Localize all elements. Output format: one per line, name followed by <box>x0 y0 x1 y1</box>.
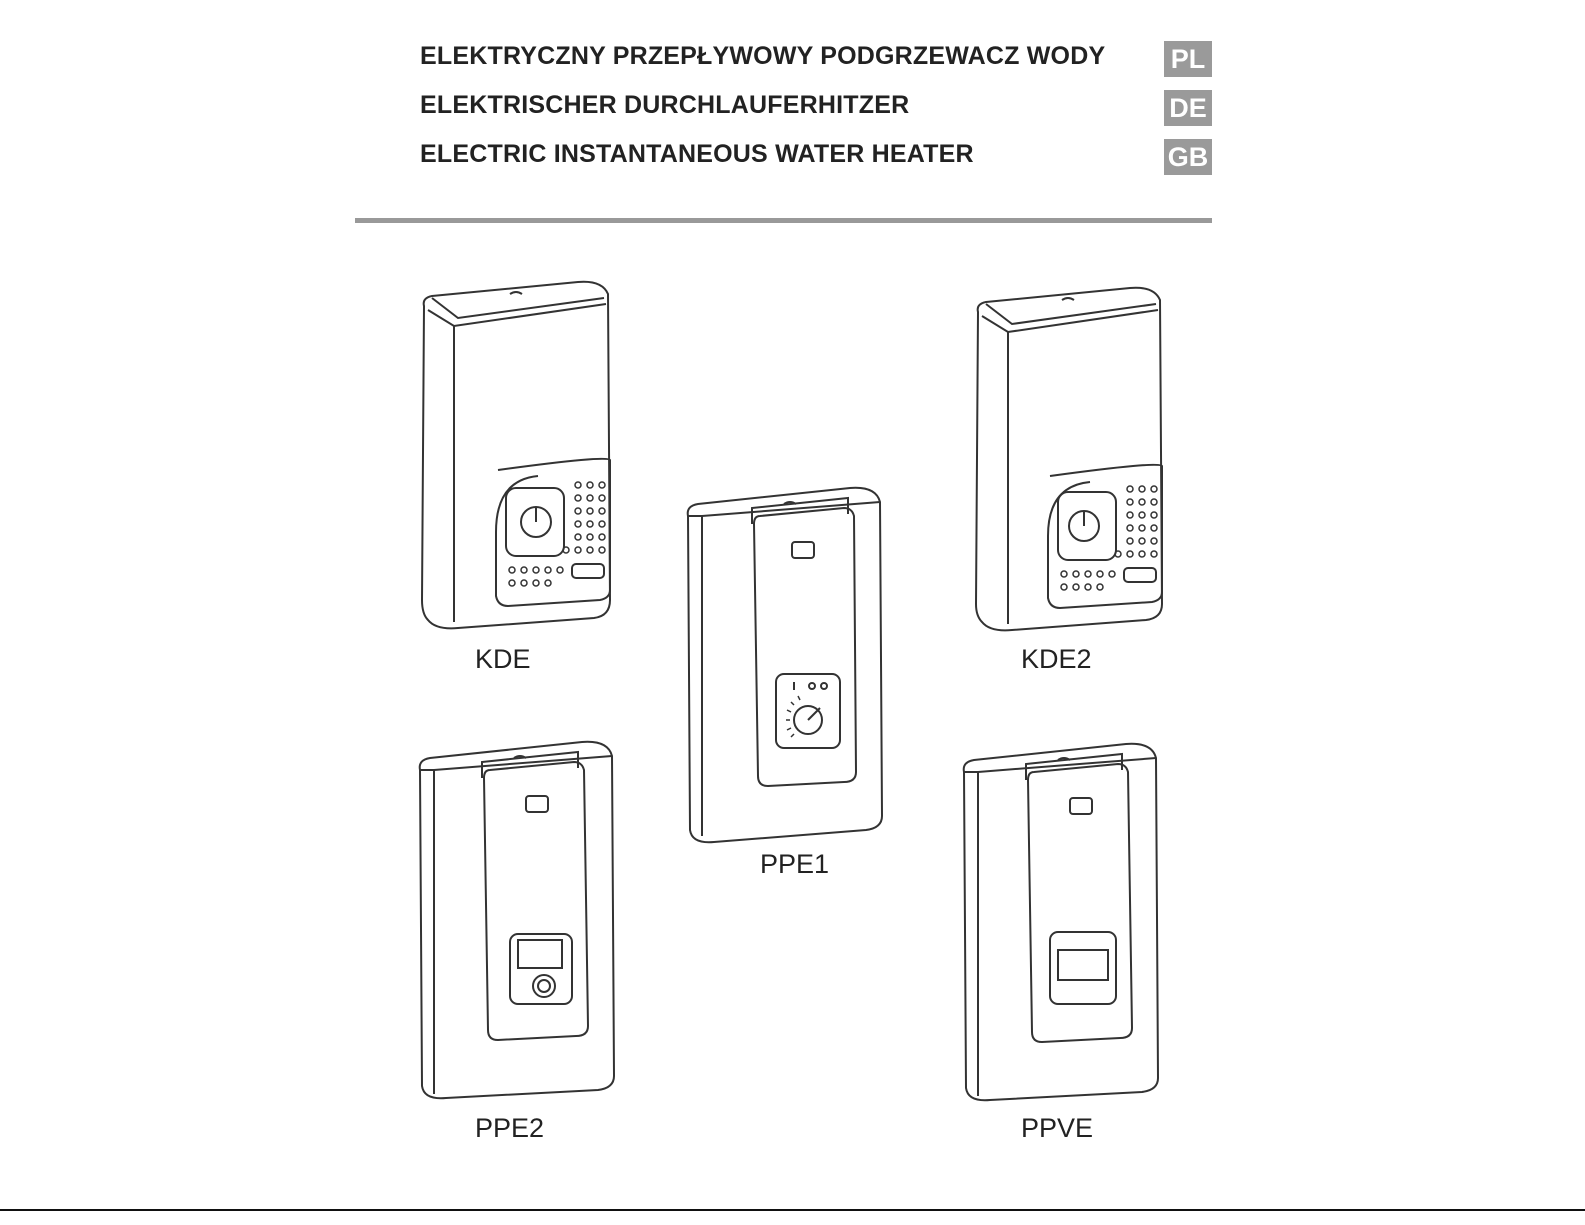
water-heater-ppve-icon <box>960 742 1162 1104</box>
water-heater-kde2-icon <box>972 286 1164 634</box>
water-heater-ppe1-icon <box>684 486 886 848</box>
title-gb: ELECTRIC INSTANTANEOUS WATER HEATER <box>420 140 974 169</box>
header-divider <box>355 218 1212 223</box>
model-label-kde: KDE <box>475 644 531 675</box>
model-label-kde2: KDE2 <box>1021 644 1092 675</box>
title-pl: ELEKTRYCZNY PRZEPŁYWOWY PODGRZEWACZ WODY <box>420 42 1105 71</box>
lang-badge-gb: GB <box>1164 139 1212 175</box>
lang-badge-de: DE <box>1164 90 1212 126</box>
water-heater-kde-icon <box>418 280 613 632</box>
model-label-ppe2: PPE2 <box>475 1113 544 1144</box>
lang-badge-pl: PL <box>1164 41 1212 77</box>
water-heater-ppe2-icon <box>416 740 618 1102</box>
page-bottom-rule <box>0 1209 1585 1211</box>
model-label-ppe1: PPE1 <box>760 849 829 880</box>
title-de: ELEKTRISCHER DURCHLAUFERHITZER <box>420 91 909 120</box>
model-label-ppve: PPVE <box>1021 1113 1093 1144</box>
